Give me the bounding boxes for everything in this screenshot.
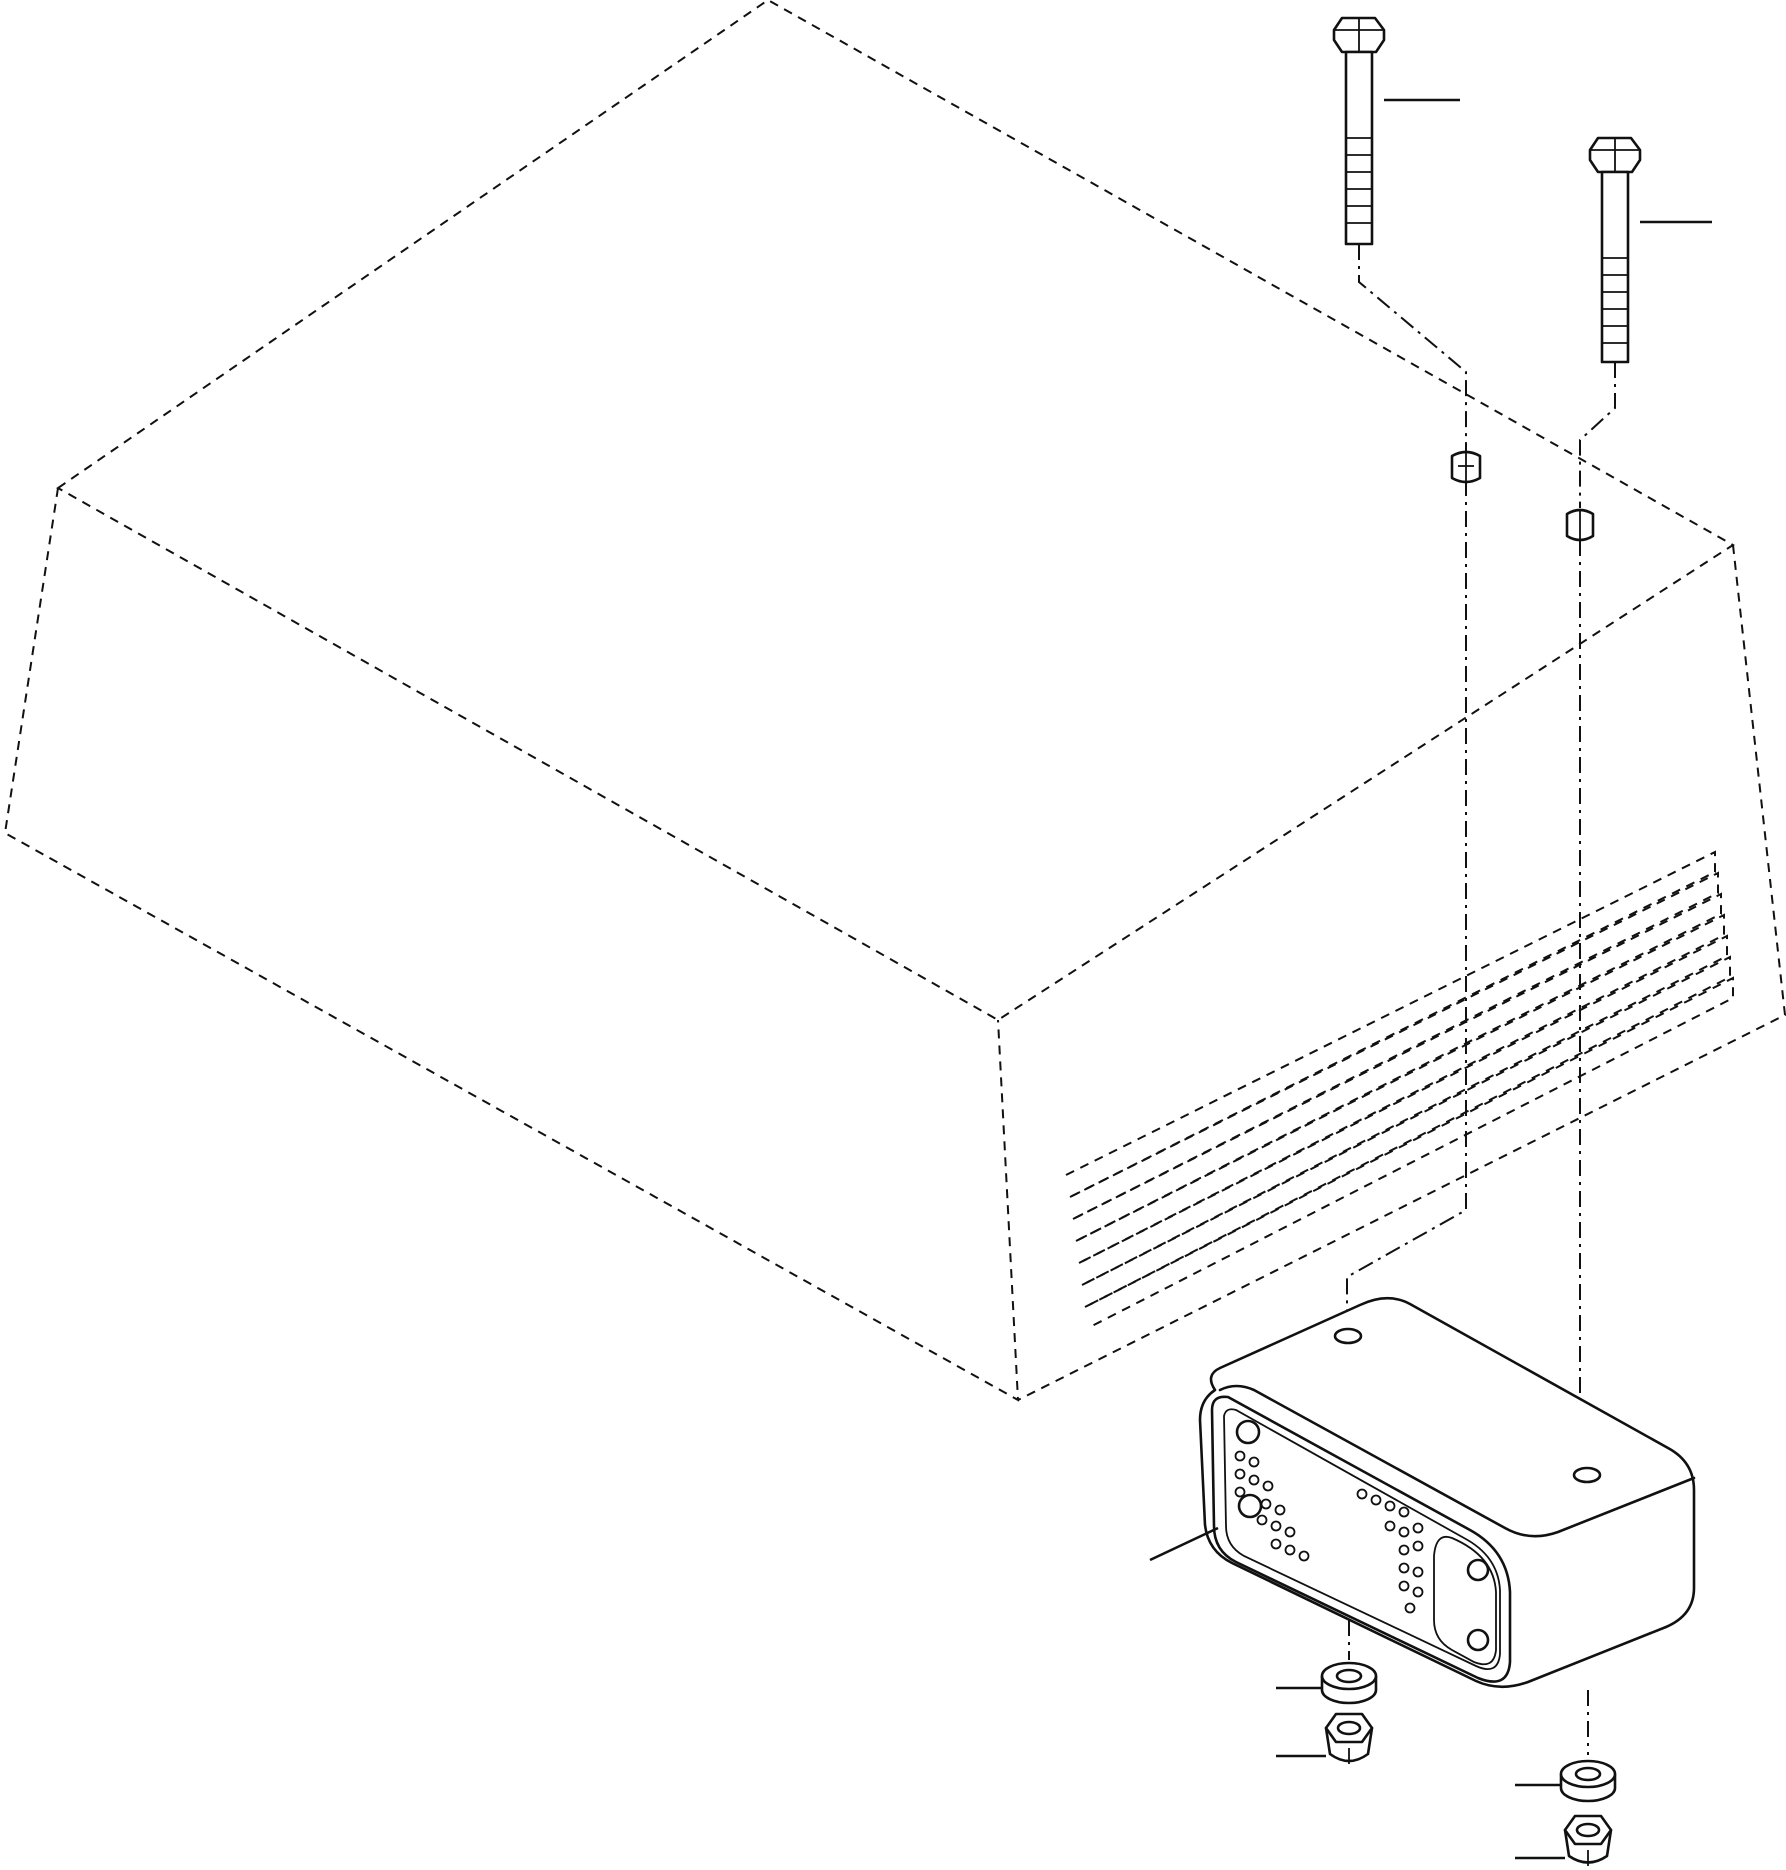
washer-left	[1320, 1661, 1378, 1705]
bolt-right	[1588, 136, 1642, 364]
spacer-right	[1565, 508, 1595, 542]
assembly-center-lines	[1346, 244, 1616, 1755]
connector-pins-left	[1234, 1450, 1310, 1562]
nut-right	[1563, 1814, 1613, 1866]
leader-mounting-block	[1149, 1526, 1219, 1562]
mounting-block	[1198, 1296, 1696, 1689]
nut-left	[1324, 1712, 1374, 1764]
spacer-left	[1450, 450, 1482, 484]
bolt-hole-left	[1333, 1327, 1363, 1345]
bolt-hole-right	[1572, 1466, 1602, 1484]
housing-outline	[3, 0, 1786, 1402]
washer-right	[1559, 1759, 1617, 1803]
callout-leaders	[1149, 98, 1712, 1860]
bolt-left	[1332, 16, 1386, 246]
connector-pins-right	[1356, 1488, 1424, 1614]
housing-vents	[1065, 850, 1734, 1329]
